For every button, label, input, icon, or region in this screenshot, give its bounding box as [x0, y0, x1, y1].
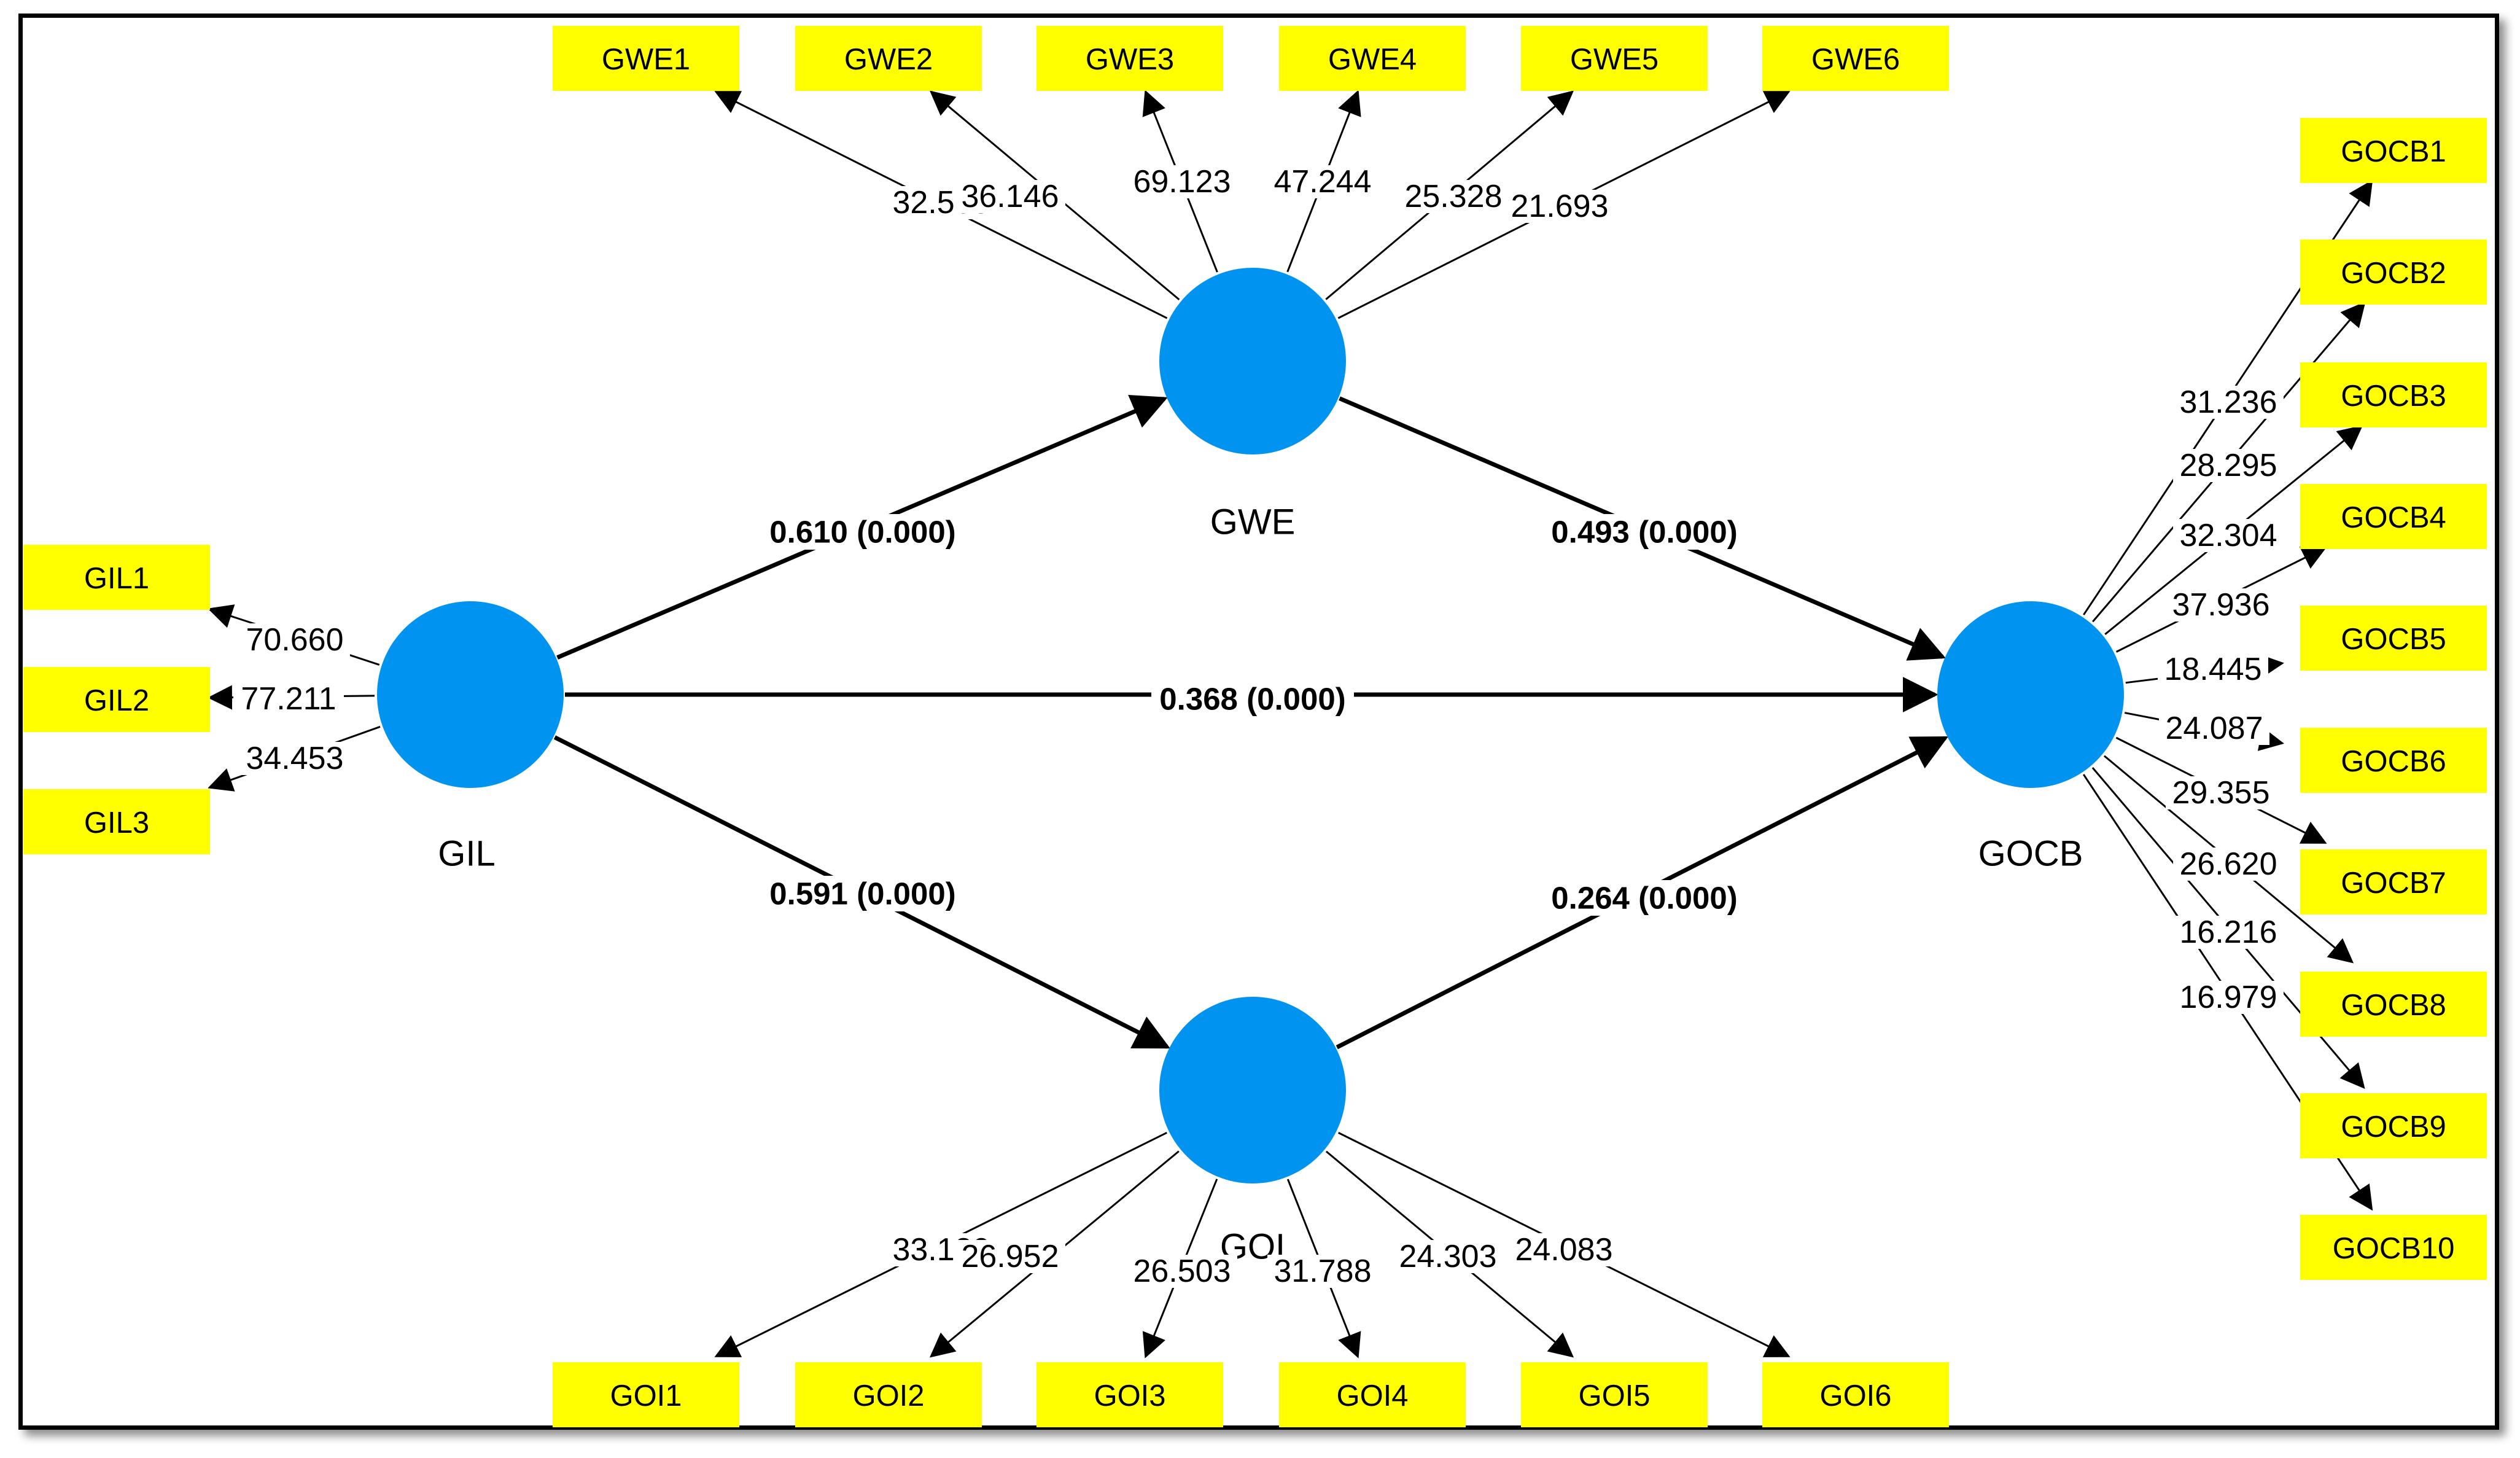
- loading-value-gil2: 77.211: [241, 681, 336, 717]
- loading-value-gocb3: 32.304: [2179, 518, 2277, 553]
- indicator-label-gocb9: GOCB9: [2341, 1110, 2446, 1144]
- indicator-label-gwe4: GWE4: [1328, 43, 1417, 76]
- indicator-label-gocb2: GOCB2: [2341, 257, 2446, 290]
- indicator-box-goi5[interactable]: [1521, 1362, 1708, 1427]
- indicator-label-gocb8: GOCB8: [2341, 989, 2446, 1022]
- indicator-label-goi2: GOI2: [852, 1379, 924, 1413]
- indicator-box-gwe5[interactable]: [1521, 26, 1708, 91]
- indicator-box-gocb3[interactable]: [2300, 362, 2487, 427]
- loading-value-gocb1: 31.236: [2179, 384, 2277, 420]
- loading-value-gwe6: 21.693: [1511, 189, 1608, 224]
- loading-value-gocb4: 37.936: [2172, 587, 2269, 623]
- indicator-box-gocb2[interactable]: [2300, 240, 2487, 305]
- indicator-box-gwe1[interactable]: [553, 26, 739, 91]
- loading-value-gocb2: 28.295: [2179, 448, 2277, 483]
- loading-value-goi4: 31.788: [1274, 1253, 1371, 1289]
- latent-label-gil: GIL: [438, 834, 496, 874]
- indicator-label-gwe3: GWE3: [1086, 43, 1174, 76]
- indicator-box-gocb7[interactable]: [2300, 849, 2487, 914]
- indicator-label-gocb4: GOCB4: [2341, 501, 2446, 534]
- loading-value-gocb10: 16.979: [2179, 980, 2277, 1015]
- indicator-box-goi3[interactable]: [1036, 1362, 1223, 1427]
- loading-value-goi5: 24.303: [1399, 1239, 1496, 1274]
- loading-value-goi6: 24.083: [1515, 1232, 1612, 1268]
- loading-value-gocb5: 18.445: [2164, 652, 2261, 687]
- indicator-box-gocb6[interactable]: [2300, 728, 2487, 793]
- indicator-box-gwe3[interactable]: [1036, 26, 1223, 91]
- indicator-label-gil2: GIL2: [84, 684, 149, 717]
- indicator-label-gocb3: GOCB3: [2341, 380, 2446, 413]
- indicator-box-goi6[interactable]: [1762, 1362, 1949, 1427]
- indicator-box-gwe2[interactable]: [795, 26, 982, 91]
- loading-value-goi2: 26.952: [961, 1239, 1059, 1274]
- latent-node-gil[interactable]: [377, 601, 564, 788]
- indicator-label-goi6: GOI6: [1819, 1379, 1891, 1413]
- indicator-label-gwe2: GWE2: [844, 43, 933, 76]
- indicator-label-gwe1: GWE1: [602, 43, 690, 76]
- latent-label-gocb: GOCB: [1978, 834, 2083, 874]
- latent-node-goi[interactable]: [1159, 997, 1346, 1183]
- path-coefficient-goi-gocb: 0.264 (0.000): [1551, 881, 1737, 916]
- indicator-label-gwe6: GWE6: [1811, 43, 1900, 76]
- path-coefficient-gil-gocb: 0.368 (0.000): [1159, 682, 1345, 717]
- loading-value-gocb8: 26.620: [2179, 846, 2277, 882]
- indicator-label-gil3: GIL3: [84, 806, 149, 840]
- loading-value-gocb7: 29.355: [2172, 775, 2269, 811]
- indicator-box-gocb5[interactable]: [2300, 606, 2487, 671]
- path-coefficient-gil-goi: 0.591 (0.000): [769, 876, 955, 911]
- indicator-label-goi3: GOI3: [1094, 1379, 1165, 1413]
- indicator-box-gocb1[interactable]: [2300, 118, 2487, 183]
- indicator-box-gil2[interactable]: [23, 667, 210, 732]
- indicator-label-gocb6: GOCB6: [2341, 745, 2446, 778]
- loading-value-goi3: 26.503: [1133, 1253, 1231, 1289]
- loading-value-gocb9: 16.216: [2179, 914, 2277, 950]
- indicator-label-gocb1: GOCB1: [2341, 135, 2446, 168]
- indicator-box-gocb9[interactable]: [2300, 1093, 2487, 1158]
- indicator-box-gocb8[interactable]: [2300, 972, 2487, 1037]
- indicator-box-gil3[interactable]: [23, 789, 210, 854]
- indicator-box-goi2[interactable]: [795, 1362, 982, 1427]
- loading-value-gocb6: 24.087: [2165, 711, 2263, 746]
- indicator-label-gocb10: GOCB10: [2333, 1232, 2455, 1265]
- indicator-label-gocb7: GOCB7: [2341, 867, 2446, 900]
- indicator-box-goi1[interactable]: [553, 1362, 739, 1427]
- indicator-box-gocb10[interactable]: [2300, 1215, 2487, 1280]
- indicator-label-gocb5: GOCB5: [2341, 623, 2446, 656]
- path-coefficient-gwe-gocb: 0.493 (0.000): [1551, 515, 1737, 550]
- loading-value-gwe3: 69.123: [1133, 164, 1231, 200]
- indicator-label-goi4: GOI4: [1336, 1379, 1408, 1413]
- indicator-label-gwe5: GWE5: [1570, 43, 1659, 76]
- loading-value-gil3: 34.453: [246, 741, 343, 776]
- indicator-box-goi4[interactable]: [1279, 1362, 1466, 1427]
- indicator-label-gil1: GIL1: [84, 562, 149, 595]
- latent-node-gwe[interactable]: [1159, 268, 1346, 454]
- indicator-box-gocb4[interactable]: [2300, 484, 2487, 549]
- indicator-label-goi5: GOI5: [1578, 1379, 1650, 1413]
- path-coefficient-gil-gwe: 0.610 (0.000): [769, 515, 955, 550]
- loading-value-gwe2: 36.146: [961, 179, 1059, 214]
- indicator-box-gil1[interactable]: [23, 545, 210, 610]
- loading-value-gwe5: 25.328: [1404, 179, 1502, 214]
- loading-value-gwe4: 47.244: [1274, 164, 1371, 200]
- loading-value-gil1: 70.660: [246, 622, 343, 658]
- latent-node-gocb[interactable]: [1937, 601, 2124, 788]
- indicator-box-gwe4[interactable]: [1279, 26, 1466, 91]
- indicator-box-gwe6[interactable]: [1762, 26, 1949, 91]
- latent-label-gwe: GWE: [1210, 502, 1296, 542]
- indicator-label-goi1: GOI1: [610, 1379, 682, 1413]
